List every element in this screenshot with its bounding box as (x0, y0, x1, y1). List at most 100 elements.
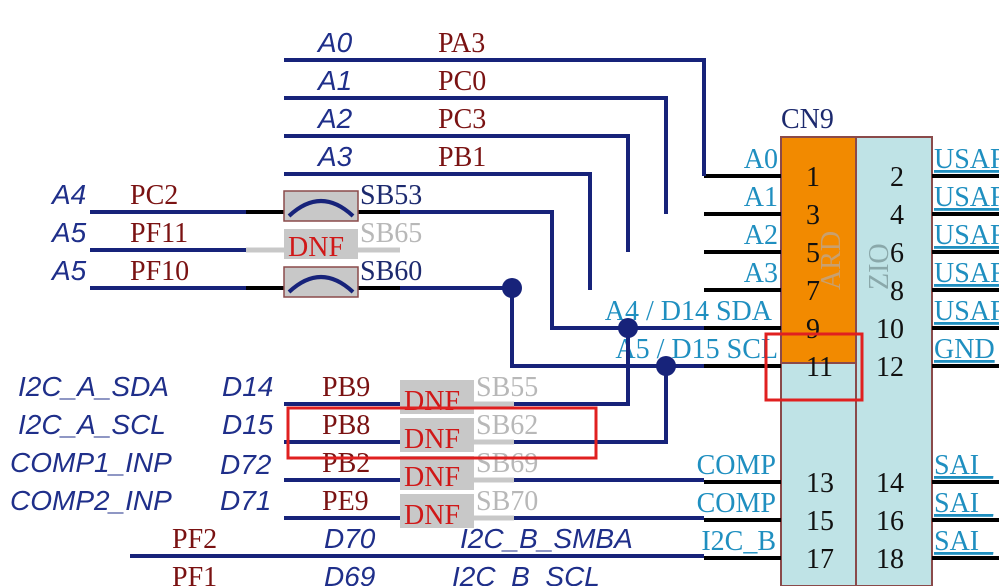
arduino-pin: D15 (222, 409, 274, 440)
function-name: I2C_B_SCL (452, 561, 600, 586)
right-pin-nets: USAR USAR USAR USAR USAR GND SAI_ SAI_ S… (932, 144, 999, 560)
pin-number: 10 (876, 314, 904, 345)
net-label: A3 (744, 258, 778, 289)
dnf-label: DNF (288, 232, 344, 263)
net-label: GND (934, 334, 995, 365)
net-name: A1 (316, 65, 352, 96)
mcu-pin: PA3 (438, 28, 485, 59)
net-name: A5 (50, 217, 87, 248)
pin-number: 9 (806, 314, 820, 345)
mcu-pin: PB9 (322, 372, 370, 403)
bridge-ref: SB53 (360, 180, 422, 211)
mcu-pin: PC3 (438, 104, 486, 135)
net-label: COMP (697, 488, 776, 519)
function-name: I2C_A_SDA (18, 371, 169, 402)
pin-number: 12 (876, 352, 904, 383)
function-name: I2C_A_SCL (18, 409, 166, 440)
arduino-pin: D72 (220, 449, 272, 480)
net-label: A0 (744, 144, 778, 175)
highlight-pin-11 (764, 332, 864, 402)
mcu-pin: PB2 (322, 448, 370, 479)
solder-bridge-sb70 (400, 494, 474, 528)
solder-bridge-sb65 (284, 229, 358, 259)
net-label: USAR (934, 220, 999, 251)
pin-number: 13 (806, 468, 834, 499)
net-label: SAI_ (934, 450, 994, 481)
net-label: USAR (934, 144, 999, 175)
function-name: I2C_B_SMBA (460, 523, 633, 554)
bottom-net-labels: PF2 D70 I2C_B_SMBA PF1 D69 I2C_B_SCL (172, 523, 633, 586)
pin-number: 14 (876, 468, 904, 499)
dnf-label: DNF (404, 500, 460, 531)
pin-number: 15 (806, 506, 834, 537)
net-name: A5 (50, 255, 87, 286)
connector-cn9: CN9 ARD ZIO 1 3 5 7 9 11 13 15 17 2 4 6 … (780, 104, 933, 586)
pin-number: 11 (806, 352, 833, 383)
net-label: USAR (934, 296, 999, 327)
pin-number: 18 (876, 544, 904, 575)
junction-dot (502, 278, 522, 298)
net-name: A2 (316, 103, 353, 134)
function-name: COMP2_INP (10, 485, 172, 516)
pin-number: 16 (876, 506, 904, 537)
pin-number: 2 (890, 162, 904, 193)
net-name: A3 (316, 141, 353, 172)
solder-bridge-sb69 (400, 456, 474, 490)
net-name: A4 (50, 179, 86, 210)
net-label: SAI_ (934, 526, 994, 557)
bridge-ref: SB69 (476, 448, 538, 479)
arduino-pin: D70 (324, 523, 376, 554)
mcu-pin: PB1 (438, 142, 486, 173)
pin-number: 8 (890, 276, 904, 307)
connector-name: CN9 (781, 104, 834, 135)
bridge-ref: SB65 (360, 218, 422, 249)
group-label-ard: ARD (816, 231, 847, 290)
net-label: A1 (744, 182, 778, 213)
net-label: USAR (934, 258, 999, 289)
dnf-label: DNF (404, 386, 460, 417)
pin-number: 1 (806, 162, 820, 193)
net-label: SAI_ (934, 488, 994, 519)
highlight-pb8-net (286, 406, 598, 460)
bridge-ref: SB55 (476, 372, 538, 403)
dnf-label: DNF (404, 424, 460, 455)
left-pin-stubs (704, 174, 781, 560)
solder-bridge-sb53 (283, 190, 359, 222)
pin-number: 6 (890, 238, 904, 269)
mcu-pin: PF1 (172, 562, 217, 586)
lower-net-labels: I2C_A_SDA D14 PB9 DNF SB55 I2C_A_SCL D15… (10, 371, 538, 531)
bridge-ref: SB62 (476, 410, 538, 441)
net-label: A5 / D15 SCL (615, 334, 778, 365)
bridge-net-wires (90, 210, 704, 368)
mcu-pin: PE9 (322, 486, 369, 517)
group-label-zio: ZIO (864, 243, 895, 290)
function-name: COMP1_INP (10, 447, 172, 478)
top-net-wires (284, 58, 706, 290)
mcu-pin: PF2 (172, 524, 217, 555)
net-label: I2C_B (701, 526, 776, 557)
arduino-pin: D69 (324, 561, 375, 586)
dnf-label: DNF (404, 462, 460, 493)
mcu-pin: PC2 (130, 180, 178, 211)
pin-number: 3 (806, 200, 820, 231)
mcu-pin: PB8 (322, 410, 370, 441)
arduino-pin: D14 (222, 371, 273, 402)
pin-number: 7 (806, 276, 820, 307)
solder-bridge-sb62 (400, 418, 474, 452)
net-label: COMP (697, 450, 776, 481)
arduino-pin: D71 (220, 485, 271, 516)
solder-bridge-sb60 (283, 266, 359, 298)
top-net-labels: A0 PA3 A1 PC0 A2 PC3 A3 PB1 (316, 27, 486, 173)
left-pin-nets: A0 A1 A2 A3 A4 / D14 SDA A5 / D15 SCL CO… (605, 144, 778, 557)
net-name: A0 (316, 27, 353, 58)
lower-net-wires (130, 328, 704, 558)
bridge-net-labels: A4 PC2 SB53 A5 PF11 DNF SB65 A5 PF10 SB6… (50, 179, 422, 287)
mcu-pin: PF11 (130, 218, 188, 249)
bridge-ref: SB70 (476, 486, 538, 517)
mcu-pin: PF10 (130, 256, 189, 287)
pin-number: 17 (806, 544, 834, 575)
bridge-ref: SB60 (360, 256, 422, 287)
net-label: USAR (934, 182, 999, 213)
pin-number: 5 (806, 238, 820, 269)
